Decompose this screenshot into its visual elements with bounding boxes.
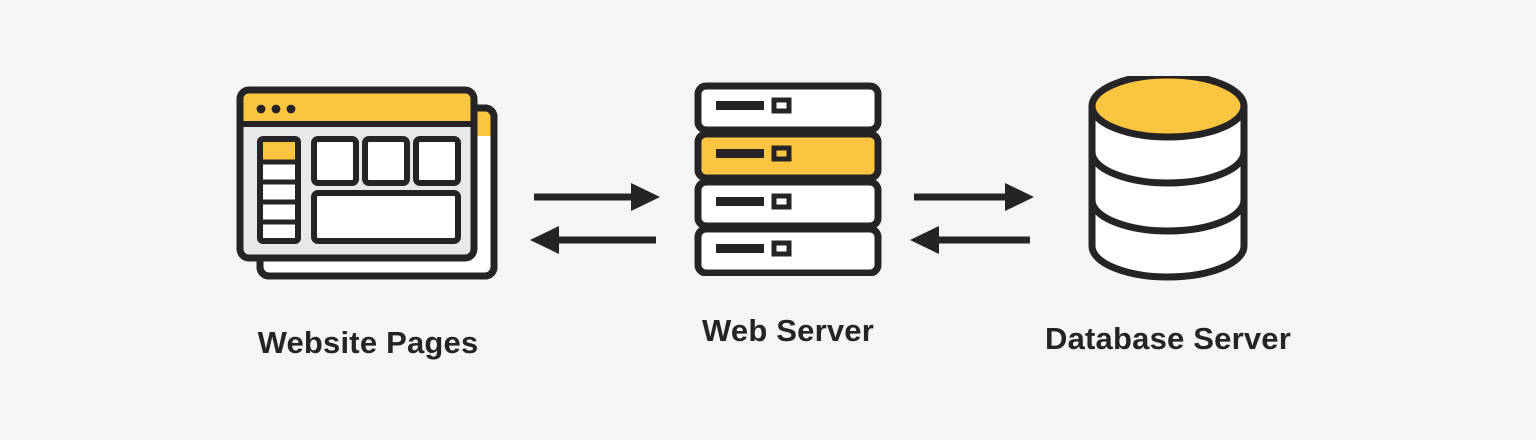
server-unit-3 bbox=[694, 178, 882, 230]
node-label-website-pages: Website Pages bbox=[257, 325, 479, 360]
titlebar-dot-3 bbox=[286, 104, 296, 114]
server-unit-2-bar bbox=[716, 149, 764, 158]
database-top-disc bbox=[1088, 71, 1248, 141]
node-website-pages[interactable]: Website Pages bbox=[232, 82, 504, 358]
node-database-server[interactable]: Database Server bbox=[1045, 71, 1291, 354]
arrow-left-database-to-server bbox=[910, 226, 1030, 254]
database-divider-2 bbox=[1088, 199, 1248, 235]
connector-group-pages-server bbox=[520, 172, 670, 267]
server-unit-4 bbox=[694, 225, 882, 277]
arrow-right-pages-to-server bbox=[534, 183, 660, 211]
database-divider-1 bbox=[1088, 151, 1248, 187]
content-card-3 bbox=[413, 136, 461, 186]
node-web-server[interactable]: Web Server bbox=[690, 82, 886, 346]
arrow-right-server-to-database bbox=[914, 183, 1034, 211]
server-unit-3-led bbox=[771, 193, 792, 210]
server-unit-3-bar bbox=[716, 197, 764, 206]
content-card-2 bbox=[362, 136, 410, 186]
database-cylinder-icon bbox=[1062, 71, 1274, 291]
node-label-web-server: Web Server bbox=[701, 313, 874, 348]
node-label-database-server: Database Server bbox=[1045, 321, 1291, 356]
server-unit-2-led bbox=[771, 145, 792, 162]
browser-sidebar bbox=[257, 136, 301, 244]
server-unit-1-led bbox=[771, 97, 792, 114]
server-unit-1 bbox=[694, 82, 882, 134]
arrow-left-server-to-pages bbox=[530, 226, 656, 254]
sidebar-row-1-active bbox=[263, 142, 295, 162]
connector-group-server-database bbox=[904, 172, 1044, 267]
server-rack-icon bbox=[690, 82, 886, 281]
browser-titlebar bbox=[243, 93, 471, 124]
content-main-panel bbox=[311, 190, 461, 244]
server-unit-2-active bbox=[694, 130, 882, 182]
content-card-1 bbox=[311, 136, 359, 186]
database-bottom-arc bbox=[1088, 245, 1248, 281]
server-unit-4-bar bbox=[716, 244, 764, 253]
server-unit-4-led bbox=[771, 240, 792, 257]
browser-windows-icon bbox=[232, 82, 504, 287]
titlebar-dot-2 bbox=[271, 104, 281, 114]
server-unit-1-bar bbox=[716, 101, 764, 110]
titlebar-dot-1 bbox=[256, 104, 266, 114]
browser-window-front bbox=[236, 86, 478, 262]
